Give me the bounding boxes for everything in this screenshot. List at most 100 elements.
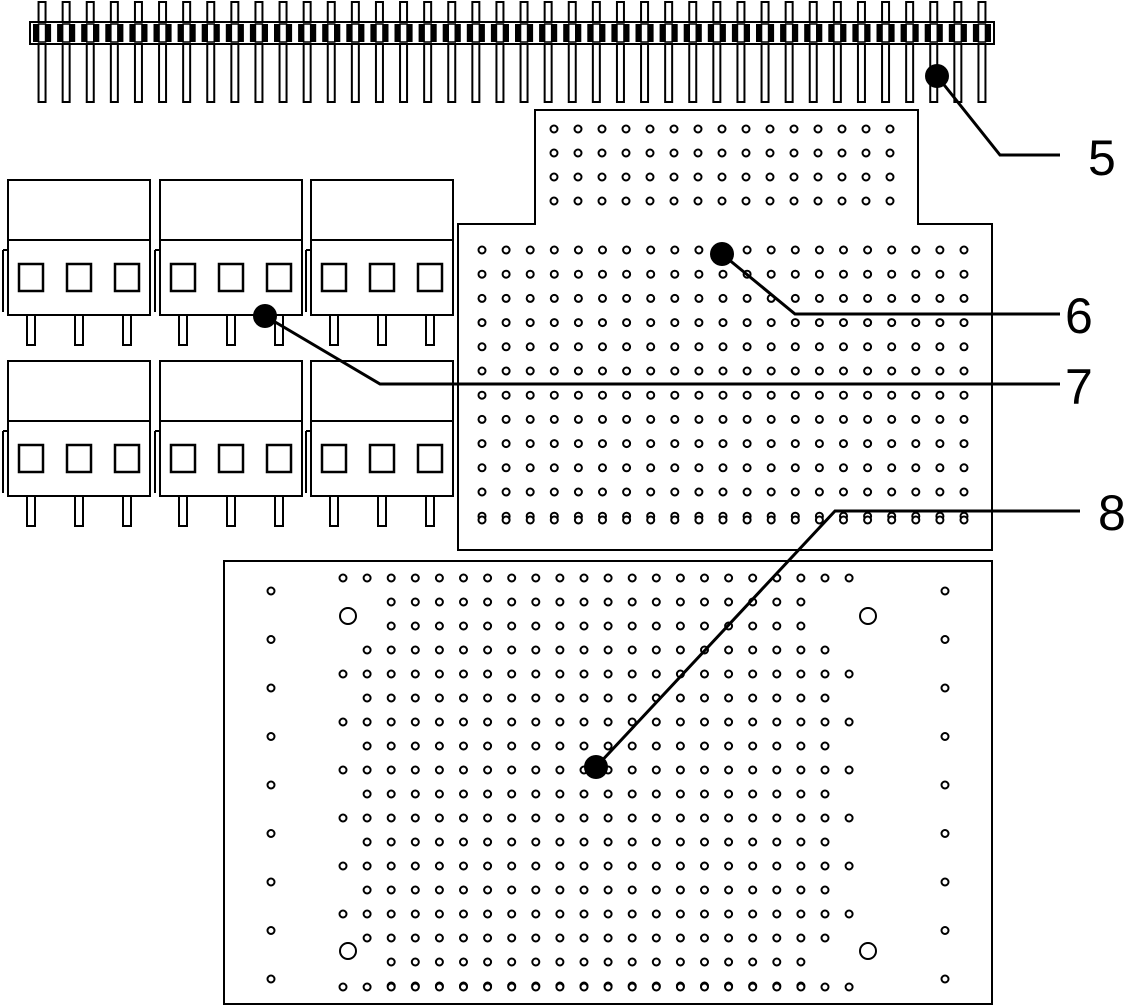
pcb-hole bbox=[627, 573, 637, 583]
pcb-hole bbox=[651, 741, 661, 751]
pcb-hole bbox=[362, 885, 372, 895]
terminal-leg bbox=[74, 495, 84, 527]
pcb-hole bbox=[525, 366, 535, 376]
header-pin-top bbox=[905, 1, 915, 23]
pcb-hole bbox=[796, 982, 806, 992]
pcb-hole bbox=[796, 885, 806, 895]
pcb-hole bbox=[459, 645, 468, 655]
header-pin-slot bbox=[399, 23, 408, 43]
edge-hole bbox=[940, 683, 950, 693]
pcb-hole bbox=[434, 909, 444, 919]
header-pin-bottom bbox=[206, 43, 216, 103]
header-pin-bottom bbox=[182, 43, 192, 103]
pcb-hole bbox=[796, 669, 806, 679]
pcb-hole bbox=[627, 741, 637, 751]
pcb-hole bbox=[670, 487, 680, 497]
pcb-hole bbox=[555, 957, 565, 967]
pcb-hole bbox=[796, 861, 806, 871]
terminal-leg bbox=[178, 314, 188, 346]
header-pin-bottom bbox=[471, 43, 481, 103]
header-pin-top bbox=[712, 1, 722, 23]
pcb-hole bbox=[742, 293, 752, 303]
pcb-hole bbox=[742, 390, 752, 400]
header-pin-slot bbox=[881, 23, 890, 43]
pcb-hole bbox=[507, 765, 517, 775]
pcb-hole bbox=[675, 597, 685, 607]
terminal-block bbox=[305, 179, 454, 346]
header-pin-top bbox=[423, 1, 433, 23]
header-pin-top bbox=[37, 1, 47, 23]
header-pin-top bbox=[519, 1, 529, 23]
pcb-hole bbox=[338, 573, 348, 583]
terminal-screw bbox=[113, 262, 141, 293]
terminal-block bbox=[154, 360, 303, 527]
pcb-hole bbox=[362, 982, 372, 992]
pcb-hole bbox=[694, 293, 704, 303]
pcb-hole bbox=[844, 861, 854, 871]
pcb-hole bbox=[700, 741, 709, 751]
pcb-hole bbox=[796, 693, 806, 703]
header-pin-bottom bbox=[736, 43, 746, 103]
pcb-hole bbox=[741, 124, 751, 134]
pcb-hole bbox=[573, 366, 583, 376]
proto-board-upper bbox=[457, 109, 993, 551]
pcb-hole bbox=[790, 342, 800, 352]
pcb-hole bbox=[627, 669, 637, 679]
header-pin-slot bbox=[543, 23, 553, 43]
header-pin-bottom bbox=[447, 43, 457, 103]
pcb-hole bbox=[839, 269, 848, 279]
pcb-hole bbox=[742, 342, 752, 352]
header-pin-bottom bbox=[302, 43, 312, 103]
pcb-hole bbox=[814, 439, 824, 449]
header-pin-slot bbox=[182, 23, 191, 43]
pcb-hole bbox=[410, 813, 420, 823]
terminal-screw bbox=[65, 443, 93, 474]
pcb-hole bbox=[766, 269, 776, 279]
pcb-hole bbox=[724, 933, 734, 943]
pcb-hole bbox=[748, 741, 758, 751]
pcb-hole bbox=[863, 390, 873, 400]
pcb-hole bbox=[675, 573, 685, 583]
pcb-hole bbox=[724, 982, 734, 992]
pcb-hole bbox=[501, 463, 511, 473]
pcb-hole bbox=[501, 342, 511, 352]
edge-hole bbox=[940, 974, 950, 984]
pcb-hole bbox=[863, 515, 873, 525]
pcb-hole bbox=[844, 573, 854, 583]
pcb-hole bbox=[573, 148, 583, 158]
terminal-leg bbox=[74, 314, 84, 346]
pcb-hole bbox=[748, 813, 758, 823]
pcb-hole bbox=[549, 414, 559, 424]
pcb-hole bbox=[724, 813, 734, 823]
pcb-hole bbox=[724, 693, 734, 703]
pcb-hole bbox=[646, 293, 656, 303]
pcb-hole bbox=[911, 366, 921, 376]
header-pin-bottom bbox=[567, 43, 577, 103]
pcb-hole bbox=[646, 318, 656, 328]
pcb-hole bbox=[531, 861, 541, 871]
edge-hole bbox=[940, 586, 950, 596]
header-pin-bottom bbox=[230, 43, 240, 103]
header-pin-slot bbox=[423, 23, 432, 43]
pcb-hole bbox=[549, 318, 559, 328]
pcb-hole bbox=[724, 837, 734, 847]
pcb-hole bbox=[531, 645, 541, 655]
pcb-hole bbox=[621, 148, 631, 158]
pcb-hole bbox=[766, 318, 776, 328]
terminal-leg bbox=[377, 495, 387, 527]
pcb-hole bbox=[555, 669, 565, 679]
pcb-hole bbox=[555, 645, 565, 655]
pcb-hole bbox=[839, 515, 848, 525]
header-pin-top bbox=[399, 1, 409, 23]
header-pin-bottom bbox=[350, 43, 360, 103]
pcb-hole bbox=[651, 645, 661, 655]
terminal-leg bbox=[274, 314, 284, 346]
header-pin-bottom bbox=[977, 43, 987, 103]
header-pin-bottom bbox=[688, 43, 698, 103]
callout-leaders bbox=[253, 64, 1080, 779]
pcb-hole bbox=[622, 439, 632, 449]
pcb-hole bbox=[694, 366, 704, 376]
pcb-hole bbox=[790, 439, 800, 449]
pcb-hole bbox=[863, 269, 873, 279]
pcb-hole bbox=[525, 269, 535, 279]
